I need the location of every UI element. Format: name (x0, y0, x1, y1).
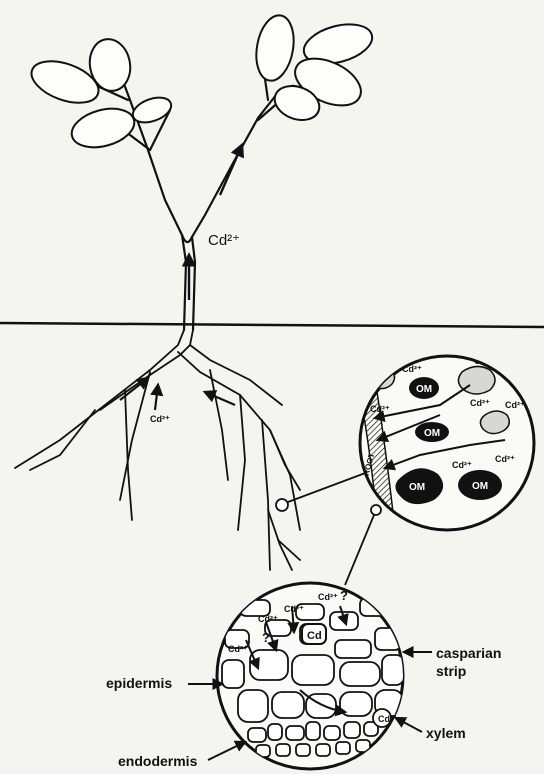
om-label: OM (416, 384, 432, 395)
cd-cell-label: Cd (307, 630, 322, 642)
om-label: OM (472, 481, 488, 492)
xylem-label: xylem (426, 725, 466, 741)
soil-cd-label: Cd²⁺ (505, 400, 525, 410)
plant-stem (95, 58, 295, 330)
stem-transport-arrows (189, 88, 305, 300)
casparian-strip-label-line1: casparian (436, 645, 501, 661)
leaf (252, 12, 299, 83)
section-cd-label: Cd²⁺ (228, 644, 248, 654)
endodermis-label: endodermis (118, 753, 198, 769)
shoot-cd-label: Cd²⁺ (208, 232, 240, 249)
section-cd-label: Cd²⁺ (318, 592, 338, 602)
epidermis-label: epidermis (106, 675, 172, 691)
soil-cd-label: Cd²⁺ (470, 398, 490, 408)
section-cd-label: Cd²⁺ (378, 714, 398, 724)
root-cd-label: Cd²⁺ (150, 414, 170, 424)
leaf (67, 102, 138, 153)
om-label: OM (409, 482, 425, 493)
soil-zoom-circle: ROOT OM OM OM OM Cd²⁺ Cd²⁺ Cd²⁺ Cd²⁺ (352, 356, 534, 530)
om-light-1 (369, 366, 394, 388)
root-section-circle: Cd Cd²⁺ Cd²⁺ Cd²⁺ Cd²⁺ Cd²⁺ ? ? (217, 583, 404, 769)
soil-cd-label: Cd²⁺ (370, 404, 390, 414)
section-cd-label: Cd²⁺ (284, 604, 304, 614)
soil-zoom-marker (371, 505, 381, 515)
leaves (26, 12, 377, 153)
leaf (129, 93, 174, 127)
om-light-3 (480, 411, 509, 434)
question-mark: ? (340, 588, 348, 603)
soil-cd-label: Cd²⁺ (495, 454, 515, 464)
root-system (15, 330, 300, 570)
om-label: OM (424, 428, 440, 439)
root-tip-marker (276, 499, 288, 511)
casparian-strip-label-line2: strip (436, 663, 466, 679)
soil-surface-line (0, 323, 544, 327)
question-mark: ? (262, 630, 270, 645)
soil-cd-label: Cd²⁺ (452, 460, 472, 470)
section-cd-label: Cd²⁺ (258, 614, 278, 624)
